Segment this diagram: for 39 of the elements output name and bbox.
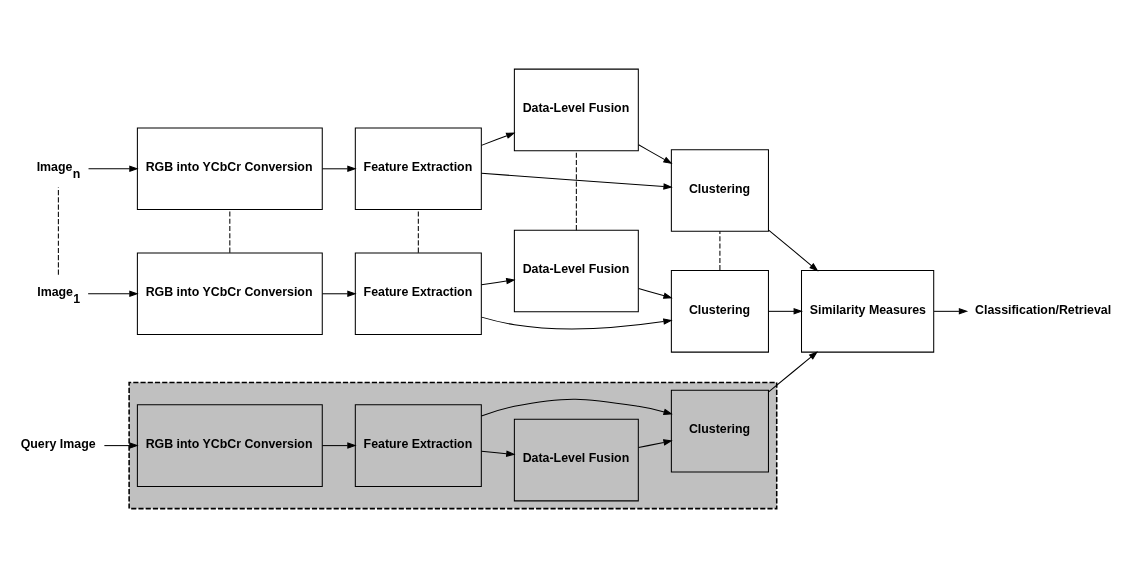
connector	[719, 230, 721, 271]
arrow	[768, 229, 819, 272]
arrow	[481, 316, 673, 330]
node-box: Feature Extraction	[354, 404, 482, 487]
node-box: Feature Extraction	[354, 252, 482, 336]
node-box: Clustering	[670, 270, 769, 353]
arrow	[480, 132, 516, 146]
arrow	[638, 287, 673, 299]
node-text: Query Image	[20, 436, 96, 451]
node-box: Clustering	[670, 149, 769, 232]
arrow	[480, 172, 673, 190]
arrow	[638, 144, 673, 165]
connector	[575, 150, 577, 231]
arrow	[321, 290, 357, 298]
arrow	[933, 308, 969, 315]
arrow	[768, 351, 818, 393]
node-box: Clustering	[670, 389, 769, 473]
arrow	[321, 165, 357, 173]
node-box: RGB into YCbCr Conversion	[136, 252, 323, 336]
arrow	[768, 308, 803, 315]
arrow	[88, 165, 139, 173]
node-box: Similarity Measures	[801, 270, 935, 353]
connector	[229, 209, 231, 254]
node-box: Data-Level Fusion	[513, 68, 639, 152]
node-box: Data-Level Fusion	[513, 418, 639, 502]
node-text: Classification/Retrieval	[975, 302, 1112, 317]
connector	[57, 186, 59, 276]
node-box: RGB into YCbCr Conversion	[136, 127, 323, 211]
arrow	[480, 398, 673, 417]
arrow	[321, 442, 357, 449]
connector	[417, 209, 419, 254]
arrow	[87, 290, 139, 298]
node-box: RGB into YCbCr Conversion	[136, 404, 323, 487]
arrow	[480, 277, 516, 286]
arrow	[638, 439, 673, 449]
node-box: Data-Level Fusion	[513, 229, 639, 313]
arrow	[103, 442, 139, 449]
node-box: Feature Extraction	[354, 127, 482, 211]
arrow	[480, 450, 516, 457]
